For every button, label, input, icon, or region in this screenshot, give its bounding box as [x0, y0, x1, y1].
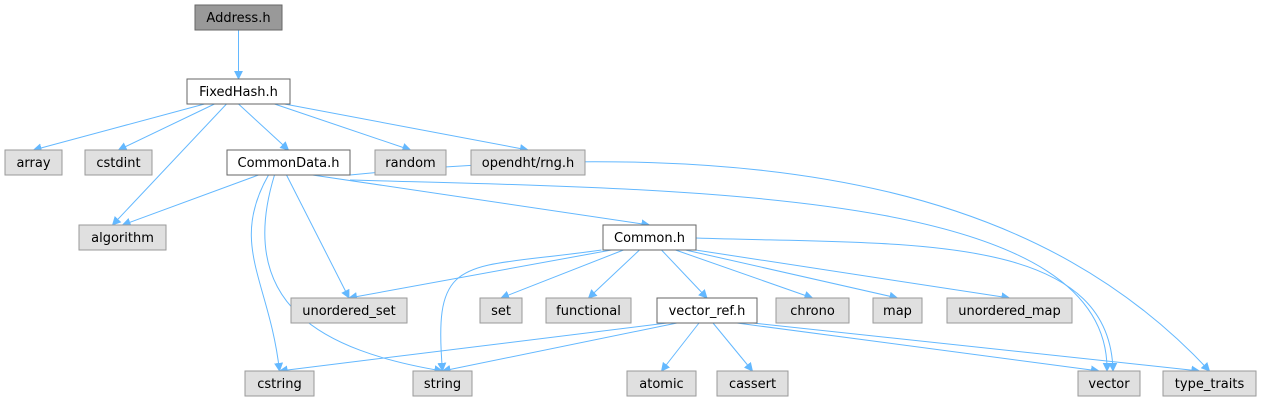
node-box	[716, 370, 789, 397]
node-label: FixedHash.h	[199, 85, 278, 100]
node-unordered-map: unordered_map	[946, 297, 1073, 324]
node-cassert: cassert	[716, 370, 789, 397]
node-label: unordered_set	[302, 304, 395, 319]
edge-vector_ref-to-vector	[736, 322, 1100, 375]
node-label: vector	[1088, 377, 1130, 392]
node-atomic: atomic	[626, 370, 697, 397]
edge-common-to-unordered_set	[348, 249, 612, 301]
node-box	[78, 224, 167, 251]
node-address: Address.h	[194, 4, 283, 31]
node-random: random	[374, 149, 447, 176]
edge-common-to-unordered_map	[695, 249, 1011, 302]
node-label: chrono	[790, 304, 835, 319]
node-functional: functional	[545, 297, 632, 324]
node-box	[244, 370, 315, 397]
node-box	[872, 297, 923, 324]
node-box	[1162, 370, 1257, 397]
edge-fixedhash-to-cstdint	[117, 103, 215, 151]
node-label: type_traits	[1175, 377, 1245, 392]
node-label: functional	[556, 304, 621, 319]
node-opendht: opendht/rng.h	[470, 149, 586, 176]
node-label: array	[16, 156, 50, 171]
node-vector-ref[interactable]: vector_ref.h	[656, 297, 758, 324]
node-label: Common.h	[614, 231, 685, 246]
edge-fixedhash-to-commondata	[238, 103, 290, 151]
node-box	[626, 370, 697, 397]
node-box	[656, 297, 758, 324]
edge-common-to-set	[500, 249, 624, 300]
node-label: map	[883, 304, 912, 319]
node-cstdint: cstdint	[84, 149, 153, 176]
node-box	[226, 149, 351, 176]
node-label: string	[424, 377, 461, 392]
node-label: random	[385, 156, 435, 171]
node-label: algorithm	[91, 231, 154, 246]
edge-vector_ref-to-string	[441, 322, 678, 374]
node-label: cassert	[729, 377, 776, 392]
node-set: set	[479, 297, 523, 324]
edge-common-to-map	[685, 249, 899, 301]
edge-common-to-vector_ref	[661, 249, 708, 299]
node-label: opendht/rng.h	[482, 156, 574, 171]
node-vector: vector	[1077, 370, 1141, 397]
node-box	[374, 149, 447, 176]
node-label: vector_ref.h	[669, 304, 746, 319]
node-box	[946, 297, 1073, 324]
node-map: map	[872, 297, 923, 324]
edge-common-to-string	[437, 249, 602, 372]
node-chrono: chrono	[775, 297, 850, 324]
edge-commondata-to-unordered_set	[286, 174, 350, 299]
node-box	[479, 297, 523, 324]
node-box	[775, 297, 850, 324]
edge-vector_ref-to-cstring	[278, 322, 668, 375]
edge-commondata-to-common	[312, 174, 651, 229]
edge-commondata-to-type_traits	[349, 161, 1211, 372]
node-label: Address.h	[206, 11, 270, 26]
edge-commondata-to-vector	[349, 179, 1112, 372]
node-array: array	[4, 149, 63, 176]
dependency-edges	[32, 30, 1211, 375]
edge-commondata-to-cstring	[250, 174, 284, 372]
node-common[interactable]: Common.h	[602, 224, 697, 251]
node-box	[194, 4, 283, 31]
edge-vector_ref-to-type_traits	[752, 322, 1201, 375]
node-box	[602, 224, 697, 251]
node-box	[545, 297, 632, 324]
edge-fixedhash-to-random	[274, 103, 412, 152]
node-label: unordered_map	[958, 304, 1061, 319]
node-box	[412, 370, 473, 397]
node-box	[84, 149, 153, 176]
node-label: cstdint	[96, 156, 140, 171]
edge-vector_ref-to-cassert	[712, 322, 754, 372]
edge-common-to-vector	[695, 237, 1118, 372]
edge-commondata-to-algorithm	[121, 174, 259, 227]
edge-fixedhash-to-array	[32, 103, 205, 153]
node-type-traits: type_traits	[1162, 370, 1257, 397]
node-label: CommonData.h	[238, 156, 340, 171]
node-algorithm: algorithm	[78, 224, 167, 251]
node-fixedhash[interactable]: FixedHash.h	[186, 78, 291, 105]
node-box	[470, 149, 586, 176]
edge-common-to-functional	[587, 249, 640, 299]
edge-fixedhash-to-opendht	[284, 103, 529, 153]
edge-common-to-chrono	[675, 249, 814, 300]
node-label: cstring	[257, 377, 301, 392]
edge-vector_ref-to-atomic	[660, 322, 700, 372]
node-cstring: cstring	[244, 370, 315, 397]
node-box	[1077, 370, 1141, 397]
edge-commondata-to-string	[264, 174, 444, 375]
node-box	[186, 78, 291, 105]
node-label: atomic	[639, 377, 683, 392]
node-box	[4, 149, 63, 176]
node-commondata[interactable]: CommonData.h	[226, 149, 351, 176]
edge-fixedhash-to-algorithm	[111, 103, 227, 226]
node-box	[290, 297, 408, 324]
node-unordered-set: unordered_set	[290, 297, 408, 324]
node-string: string	[412, 370, 473, 397]
node-label: set	[491, 304, 511, 319]
